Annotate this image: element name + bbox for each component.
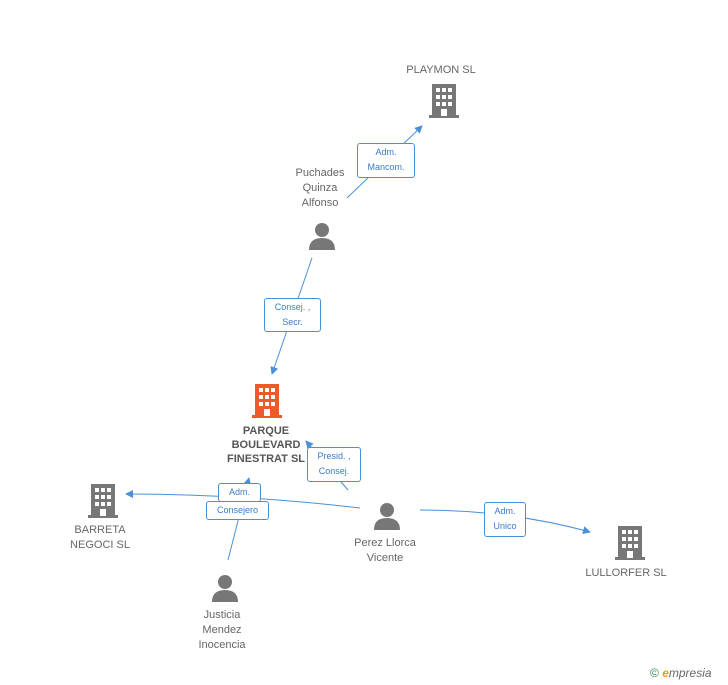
edge-label-perez-barreta[interactable]: Adm.	[218, 483, 261, 502]
perez-person-icon[interactable]	[373, 502, 401, 530]
lullorfer-building-icon[interactable]	[615, 526, 645, 560]
barreta-label[interactable]: BARRETA NEGOCI SL	[70, 524, 130, 551]
barreta-building-icon[interactable]	[88, 484, 118, 518]
perez-label[interactable]: Perez Llorca Vicente	[354, 537, 416, 564]
copyright-icon: ©	[650, 666, 659, 680]
edge-label-perez-lullorfer[interactable]: Adm. Unico	[484, 502, 526, 537]
lullorfer-label[interactable]: LULLORFER SL	[585, 567, 667, 579]
edge-label-perez-parque[interactable]: Presid. , Consej.	[307, 447, 361, 482]
edge-label-justicia-parque[interactable]: Consejero	[206, 501, 269, 520]
brand-logo-text: mpresia	[668, 666, 712, 680]
justicia-person-icon[interactable]	[211, 574, 239, 602]
playmon-building-icon[interactable]	[429, 84, 459, 118]
justicia-label[interactable]: Justicia Mendez Inocencia	[198, 609, 246, 651]
edge-label-puchades-parque[interactable]: Consej. , Secr.	[264, 298, 321, 332]
edge-label-puchades-playmon[interactable]: Adm. Mancom.	[357, 143, 415, 178]
puchades-person-icon[interactable]	[308, 222, 336, 250]
puchades-label[interactable]: Puchades Quinza Alfonso	[295, 167, 345, 209]
brand-logo-e: e	[662, 666, 669, 680]
playmon-label[interactable]: PLAYMON SL	[406, 64, 476, 76]
parque-building-icon[interactable]	[252, 384, 282, 418]
footer-logo: © empresia	[650, 666, 712, 680]
parque-label[interactable]: PARQUE BOULEVARD FINESTRAT SL	[226, 425, 305, 465]
